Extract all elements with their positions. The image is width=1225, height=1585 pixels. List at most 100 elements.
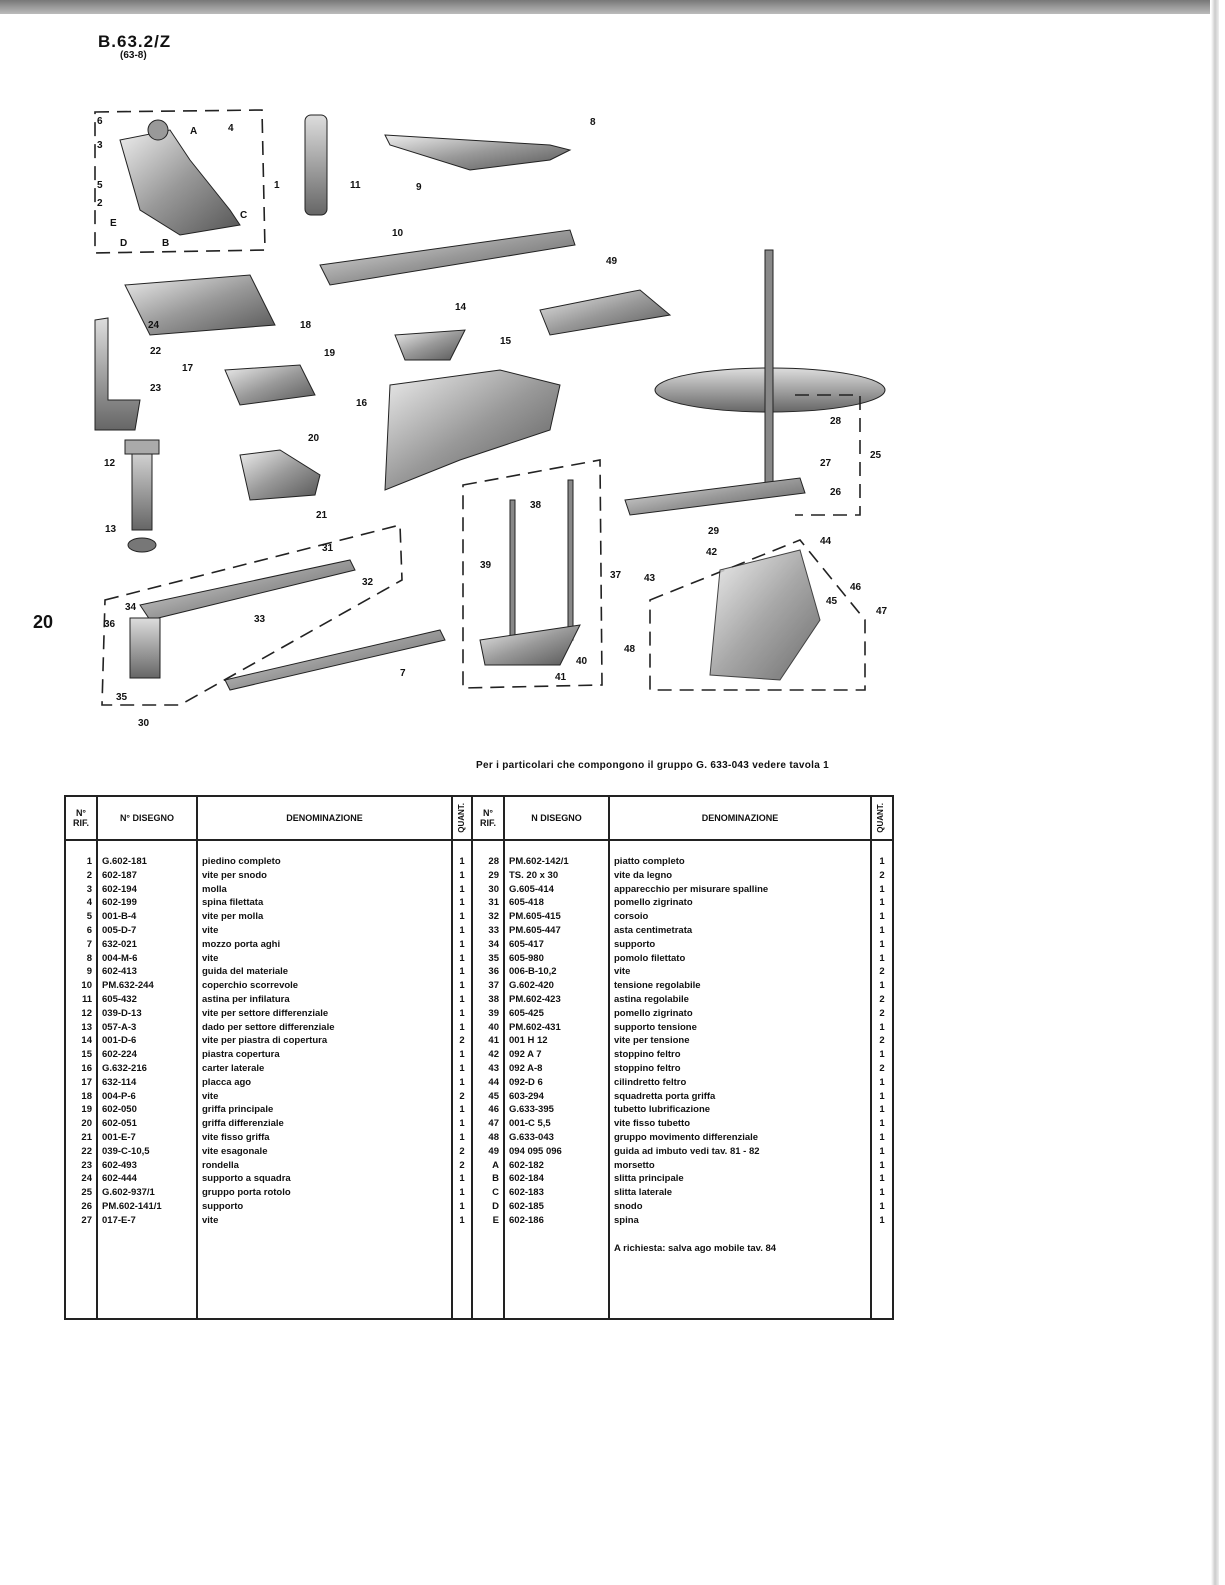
callout-17: 17 xyxy=(182,363,194,374)
table-cell: 092-D 6 xyxy=(509,1076,543,1088)
clamp-part xyxy=(147,119,169,141)
callout-33: 33 xyxy=(254,614,266,625)
table-cell: 602-194 xyxy=(102,883,137,895)
table-cell: supporto a squadra xyxy=(202,1173,291,1185)
table-cell: 602-187 xyxy=(102,869,137,881)
callout-B: B xyxy=(162,238,170,249)
table-cell: 1 xyxy=(459,938,465,950)
table-cell: vite per snodo xyxy=(202,869,267,881)
callout-20: 20 xyxy=(308,433,320,444)
table-cell: 603-294 xyxy=(509,1090,544,1102)
table-cell: 1 xyxy=(879,980,885,992)
table-cell: 1 xyxy=(879,924,885,936)
table-cell: supporto tensione xyxy=(614,1021,697,1033)
callout-19: 19 xyxy=(324,348,336,359)
cover-plate xyxy=(394,329,466,361)
callout-39: 39 xyxy=(480,560,492,571)
group-25-outline xyxy=(795,394,861,516)
table-cell: B xyxy=(492,1173,499,1185)
table-cell: E xyxy=(492,1214,499,1226)
differential-nut xyxy=(127,537,157,553)
table-cell: 1 xyxy=(459,897,465,909)
table-cell: 1 xyxy=(879,1049,885,1061)
table-cell: 9 xyxy=(86,966,92,978)
document-subcode: (63-8) xyxy=(120,50,147,61)
callout-46: 46 xyxy=(850,582,862,593)
table-cell: vite xyxy=(202,952,219,964)
table-cell: 11 xyxy=(81,993,92,1005)
table-cell: 2 xyxy=(879,993,885,1005)
exploded-parts-diagram xyxy=(94,109,886,706)
callout-25: 25 xyxy=(870,450,882,461)
header-quant-right: QUANT. xyxy=(870,795,894,841)
table-cell: corsoio xyxy=(614,911,649,923)
header-disegno: N° DISEGNO xyxy=(96,795,198,841)
table-cell: 602-183 xyxy=(509,1187,544,1199)
table-cell: dado per settore differenziale xyxy=(202,1021,335,1033)
table-cell: vite per piastra di copertura xyxy=(202,1035,328,1047)
table-cell: 42 xyxy=(488,1049,499,1061)
callout-32: 32 xyxy=(362,577,374,588)
table-cell: gruppo movimento differenziale xyxy=(614,1131,759,1143)
header-disegno-right: N DISEGNO xyxy=(503,795,610,841)
table-cell: 45 xyxy=(488,1090,499,1102)
table-cell: 28 xyxy=(488,856,499,867)
table-cell: astina regolabile xyxy=(614,993,689,1005)
callout-30: 30 xyxy=(138,718,150,729)
table-cell: 1 xyxy=(459,1076,465,1088)
table-cell: vite fisso tubetto xyxy=(614,1118,691,1130)
table-cell: 19 xyxy=(81,1104,92,1116)
table-cell: 1 xyxy=(879,883,885,895)
table-cell: 30 xyxy=(488,883,499,895)
callout-31: 31 xyxy=(322,543,334,554)
table-cell: 602-186 xyxy=(509,1214,544,1226)
table-cell: 25 xyxy=(81,1187,92,1199)
document-code: B.63.2/Z xyxy=(98,32,172,51)
callout-41: 41 xyxy=(555,672,567,683)
table-cell: PM.605-415 xyxy=(509,911,561,923)
table-cell: 2 xyxy=(879,966,885,978)
callout-18: 18 xyxy=(300,320,312,331)
table-cell: 1 xyxy=(879,1076,885,1088)
sliding-cover xyxy=(319,229,576,286)
differential-feed-dog xyxy=(239,449,321,501)
table-cell: 1 xyxy=(459,993,465,1005)
callout-35: 35 xyxy=(116,692,128,703)
group-37-outline xyxy=(462,459,603,689)
table-cell: 40 xyxy=(488,1021,499,1033)
table-cell: vite xyxy=(202,924,219,936)
table-cell: 6 xyxy=(86,924,92,936)
table-cell: vite xyxy=(614,966,631,978)
table-cell: pomello zigrinato xyxy=(614,897,693,909)
table-cell: G.602-420 xyxy=(509,980,554,992)
table-cell: vite xyxy=(202,1214,219,1226)
table-cell: 1 xyxy=(879,1145,885,1157)
table-cell: stoppino feltro xyxy=(614,1049,681,1061)
table-cell: cilindretto feltro xyxy=(614,1076,687,1088)
table-cell: 8 xyxy=(86,952,92,964)
table-cell: PM.602-142/1 xyxy=(509,856,569,867)
table-cell: 1 xyxy=(459,856,465,867)
table-cell: 1 xyxy=(879,1214,885,1226)
table-cell: snodo xyxy=(614,1200,643,1212)
main-feed-dog xyxy=(224,364,316,406)
table-cell: 1 xyxy=(879,1118,885,1130)
table-cell: 17 xyxy=(81,1076,92,1088)
table-cell: 49 xyxy=(488,1145,499,1157)
header-rif-right: N° RIF. xyxy=(471,795,505,841)
table-cell: 602-224 xyxy=(102,1049,137,1061)
table-cell: 1 xyxy=(459,952,465,964)
reel-spindle xyxy=(764,249,774,491)
table-cell: vite fisso griffa xyxy=(202,1131,270,1143)
callout-15: 15 xyxy=(500,336,512,347)
table-cell: 2 xyxy=(879,869,885,881)
needle-plate xyxy=(124,274,276,336)
table-cell: 057-A-3 xyxy=(102,1021,137,1033)
callout-3: 3 xyxy=(97,140,103,151)
callout-28: 28 xyxy=(830,416,842,427)
table-cell: 094 095 096 xyxy=(509,1145,562,1157)
table-cell: astina per infilatura xyxy=(202,993,290,1005)
callout-4: 4 xyxy=(228,123,234,134)
table-cell: guida del materiale xyxy=(202,966,289,978)
